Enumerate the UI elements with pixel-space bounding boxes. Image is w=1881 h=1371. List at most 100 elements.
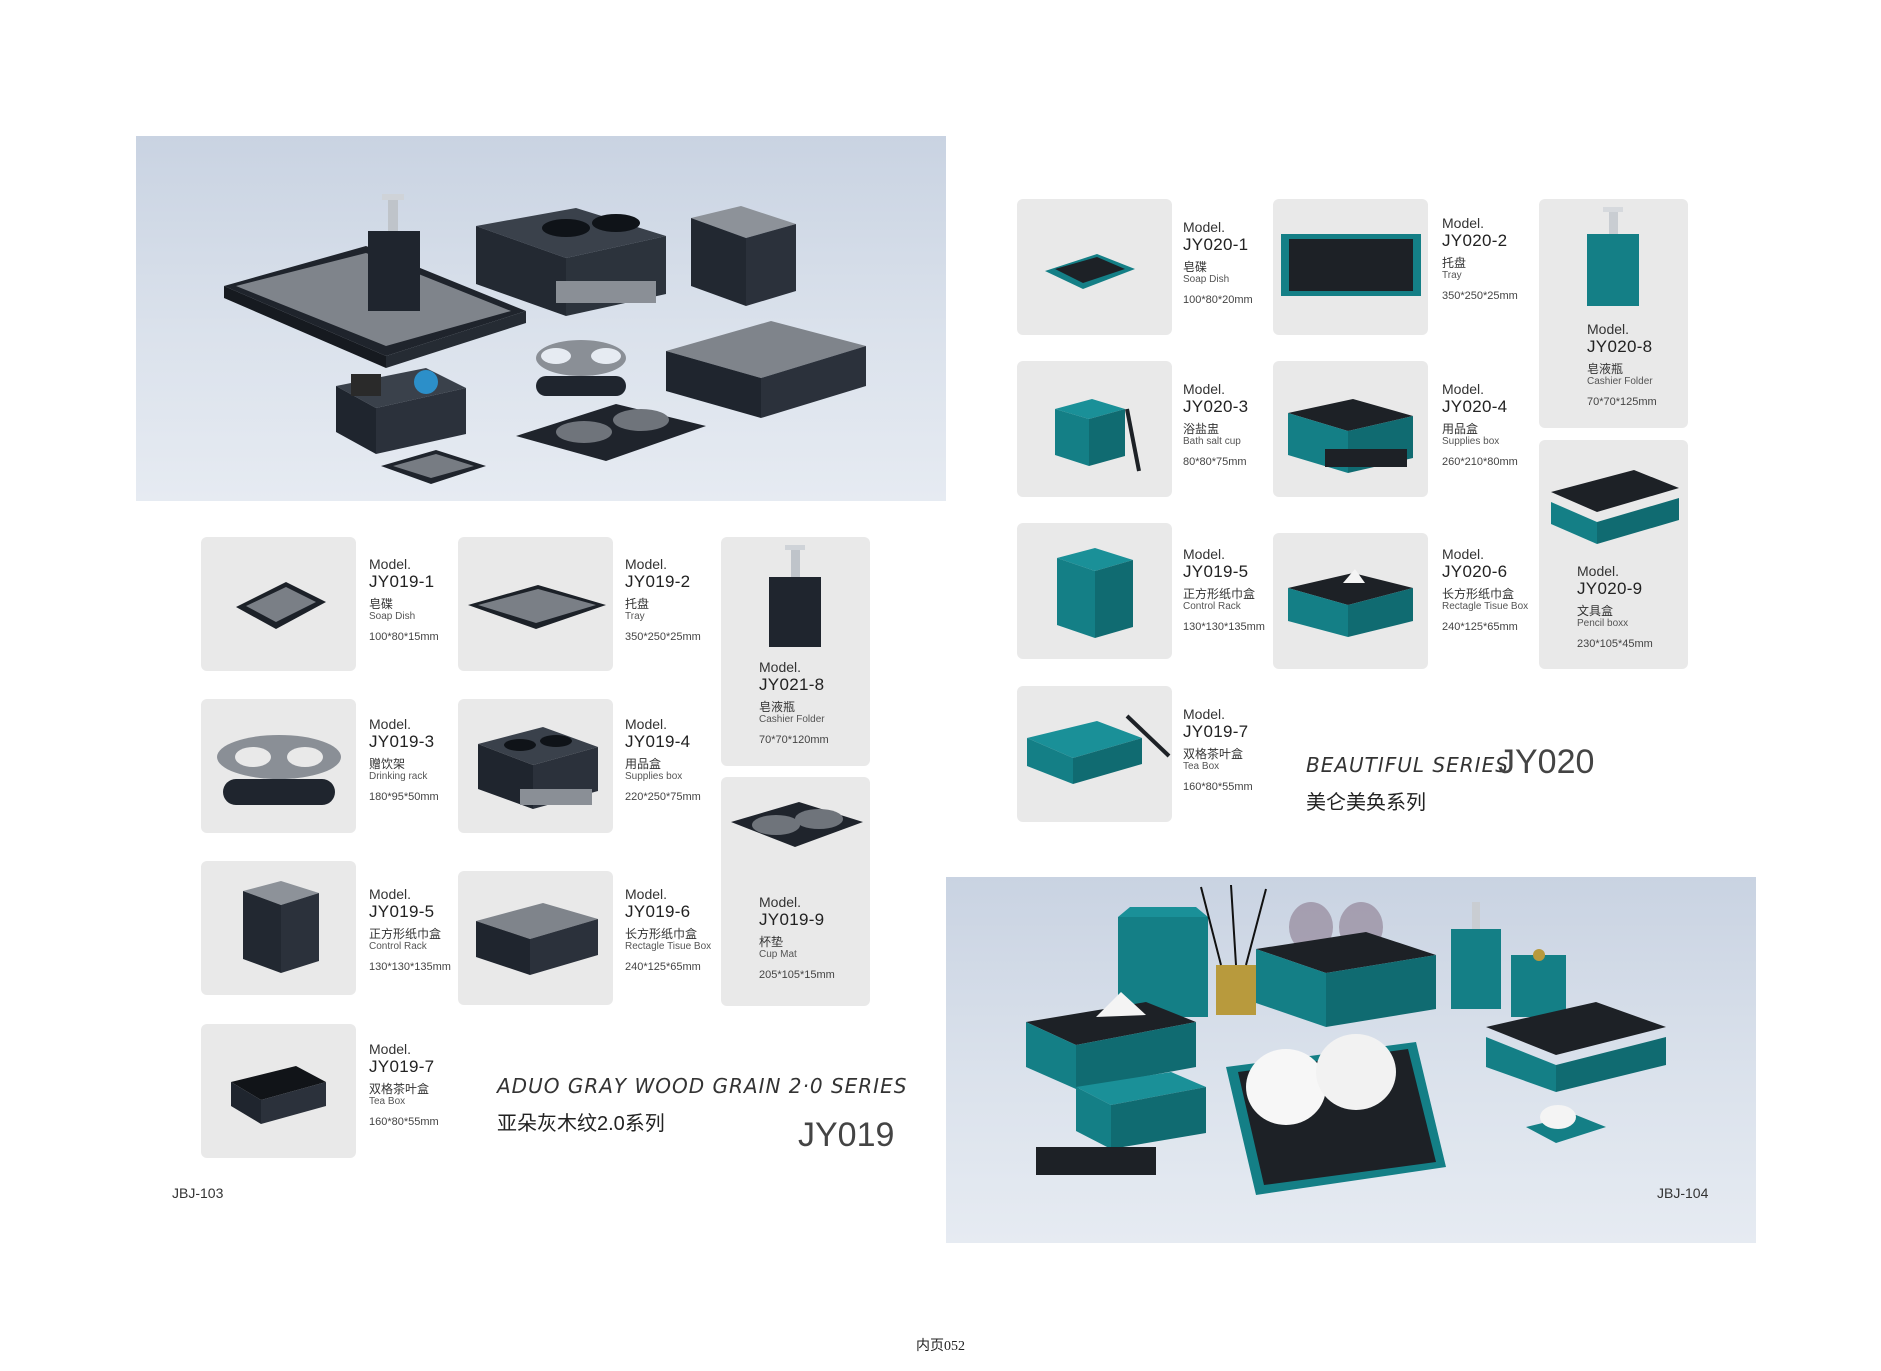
product-name-en: Supplies box xyxy=(625,771,683,783)
model-number: JY020-2 xyxy=(1442,231,1508,251)
series-title-cn: 美仑美奂系列 xyxy=(1306,792,1426,814)
product-name-en: Cashier Folder xyxy=(1587,376,1653,388)
product-name-en: Soap Dish xyxy=(1183,274,1230,286)
product-card-jy019-5[interactable] xyxy=(201,861,356,995)
product-info-jy020-8: Model. JY020-8 皂液瓶 Cashier Folder 70*70*… xyxy=(1587,321,1657,409)
product-info-jy019-4: Model. JY019-4 用品盒 Supplies box 220*250*… xyxy=(625,716,701,804)
model-label: Model. xyxy=(625,556,668,572)
product-info-jy019-6: Model. JY019-6 长方形纸巾盒 Rectagle Tisue Box… xyxy=(625,886,711,974)
series-code: JY019 xyxy=(798,1116,895,1154)
product-name-cn: 双格茶叶盒 xyxy=(369,1081,430,1096)
teal-pencil-box-image xyxy=(1551,470,1679,544)
teal-tray-image xyxy=(1281,234,1421,296)
product-name-cn: 长方形纸巾盒 xyxy=(1442,586,1515,601)
product-name-en: Control Rack xyxy=(369,941,427,953)
model-number: JY019-4 xyxy=(625,732,691,752)
product-name-en: Control Rack xyxy=(1183,601,1241,613)
product-card-jy019-1[interactable] xyxy=(201,537,356,671)
product-name-cn: 赠饮架 xyxy=(369,756,406,771)
product-card-jy019-6[interactable] xyxy=(458,871,613,1005)
product-name-cn: 长方形纸巾盒 xyxy=(625,926,698,941)
teal-rect-tissue-box-image xyxy=(1288,569,1413,637)
product-card-jy020-9[interactable] xyxy=(1539,440,1688,669)
product-dimensions: 70*70*120mm xyxy=(759,733,829,746)
product-dimensions: 240*125*65mm xyxy=(1442,620,1518,633)
teal-bath-salt-cup-image xyxy=(1055,399,1141,472)
model-number: JY021-8 xyxy=(759,675,825,695)
product-card-jy019-9[interactable] xyxy=(721,777,870,1006)
model-label: Model. xyxy=(1442,546,1485,562)
product-info-jy020-4: Model. JY020-4 用品盒 Supplies box 260*210*… xyxy=(1442,381,1518,469)
product-info-jy020-1: Model. JY020-1 皂碟 Soap Dish 100*80*20mm xyxy=(1183,219,1253,307)
product-info-jy021-8: Model. JY021-8 皂液瓶 Cashier Folder 70*70*… xyxy=(759,659,829,747)
product-name-cn: 正方形纸巾盒 xyxy=(1183,586,1256,601)
model-label: Model. xyxy=(1183,219,1226,235)
model-label: Model. xyxy=(1183,546,1226,562)
product-info-jy020-3: Model. JY020-3 浴盐盅 Bath salt cup 80*80*7… xyxy=(1183,381,1248,469)
product-info-jy020-9: Model. JY020-9 文具盒 Pencil boxx 230*105*4… xyxy=(1577,563,1653,651)
model-label: Model. xyxy=(1442,215,1485,231)
product-card-jy020-3[interactable] xyxy=(1017,361,1172,497)
product-name-en: Rectagle Tisue Box xyxy=(1442,601,1529,613)
series-title-cn: 亚朵灰木纹2.0系列 xyxy=(497,1113,665,1135)
model-number: JY019-7 xyxy=(369,1057,435,1077)
footer-page-label: 内页052 xyxy=(916,1339,965,1354)
product-info-jy019-7-teal: Model. JY019-7 双格茶叶盒 Tea Box 160*80*55mm xyxy=(1183,706,1253,794)
product-name-cn: 文具盒 xyxy=(1577,603,1614,618)
product-name-en: Rectagle Tisue Box xyxy=(625,941,712,953)
series-code: JY020 xyxy=(1498,743,1595,781)
teal-pump-bottle-image xyxy=(1587,207,1639,306)
hero-photo-teal-series xyxy=(946,877,1756,1243)
model-number: JY019-6 xyxy=(625,902,691,922)
teal-soap-dish-image xyxy=(1045,254,1135,289)
product-card-jy019-5-teal[interactable] xyxy=(1017,523,1172,659)
product-card-jy019-4[interactable] xyxy=(458,699,613,833)
tray-image xyxy=(468,585,606,629)
model-number: JY019-3 xyxy=(369,732,435,752)
series-title-en: BEAUTIFUL SERIES xyxy=(1306,753,1509,777)
product-info-jy019-3: Model. JY019-3 赠饮架 Drinking rack 180*95*… xyxy=(369,716,439,804)
product-name-cn: 托盘 xyxy=(1442,255,1467,270)
model-label: Model. xyxy=(369,1041,412,1057)
teal-tea-box-image xyxy=(1027,714,1171,784)
product-card-jy019-7-teal[interactable] xyxy=(1017,686,1172,822)
teal-supplies-box-image xyxy=(1288,399,1413,473)
product-name-cn: 浴盐盅 xyxy=(1183,421,1220,436)
product-dimensions: 160*80*55mm xyxy=(1183,780,1253,793)
product-info-jy019-9: Model. JY019-9 杯垫 Cup Mat 205*105*15mm xyxy=(759,894,835,982)
product-dimensions: 350*250*25mm xyxy=(625,630,701,643)
tea-box-image xyxy=(231,1066,326,1124)
model-number: JY019-2 xyxy=(625,572,691,592)
product-card-jy021-8[interactable] xyxy=(721,537,870,766)
product-name-en: Cup Mat xyxy=(759,949,797,961)
model-number: JY020-8 xyxy=(1587,337,1653,357)
model-label: Model. xyxy=(369,716,412,732)
product-dimensions: 220*250*75mm xyxy=(625,790,701,803)
product-card-jy020-1[interactable] xyxy=(1017,199,1172,335)
product-name-en: Tea Box xyxy=(369,1096,406,1108)
product-dimensions: 160*80*55mm xyxy=(369,1115,439,1128)
product-name-cn: 正方形纸巾盒 xyxy=(369,926,442,941)
product-card-jy019-3[interactable] xyxy=(201,699,356,833)
product-card-jy019-7[interactable] xyxy=(201,1024,356,1158)
product-card-jy020-2[interactable] xyxy=(1273,199,1428,335)
product-dimensions: 70*70*125mm xyxy=(1587,395,1657,408)
model-label: Model. xyxy=(369,556,412,572)
model-label: Model. xyxy=(1577,563,1620,579)
model-number: JY019-5 xyxy=(369,902,435,922)
product-dimensions: 260*210*80mm xyxy=(1442,455,1518,468)
drinking-rack-image xyxy=(217,735,341,805)
product-info-jy019-5-teal: Model. JY019-5 正方形纸巾盒 Control Rack 130*1… xyxy=(1183,546,1265,634)
page-number: JBJ-104 xyxy=(1657,1185,1709,1201)
model-number: JY020-6 xyxy=(1442,562,1508,582)
product-dimensions: 180*95*50mm xyxy=(369,790,439,803)
model-label: Model. xyxy=(625,716,668,732)
product-card-jy019-2[interactable] xyxy=(458,537,613,671)
product-card-jy020-6[interactable] xyxy=(1273,533,1428,669)
product-card-jy020-8[interactable] xyxy=(1539,199,1688,428)
model-number: JY020-9 xyxy=(1577,579,1643,599)
product-dimensions: 240*125*65mm xyxy=(625,960,701,973)
model-number: JY019-1 xyxy=(369,572,435,592)
product-card-jy020-4[interactable] xyxy=(1273,361,1428,497)
model-number: JY019-7 xyxy=(1183,722,1249,742)
